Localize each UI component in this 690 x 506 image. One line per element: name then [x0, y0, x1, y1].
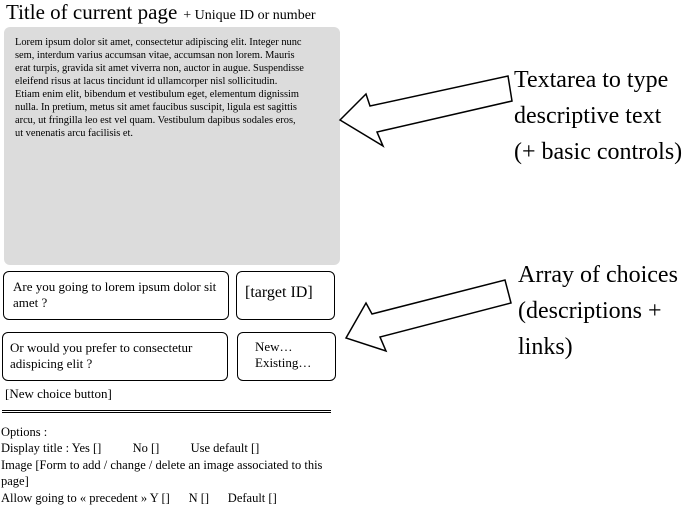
- choice-target-1[interactable]: [target ID]: [236, 271, 335, 320]
- target-option-existing[interactable]: Existing…: [255, 355, 312, 370]
- choices-annotation-line-1: Array of choices: [518, 262, 678, 288]
- choices-arrow-icon: [344, 279, 512, 353]
- image-option[interactable]: Image [Form to add / change / delete an …: [1, 458, 323, 488]
- textarea-annotation-line-1: Textarea to type: [514, 67, 669, 93]
- options-heading: Options :: [1, 425, 48, 439]
- choices-annotation-line-3: links): [518, 334, 573, 360]
- allow-precedent-option[interactable]: Allow going to « precedent » Y [] N [] D…: [1, 491, 277, 505]
- choices-annotation-line-2: (descriptions +: [518, 298, 662, 324]
- page-title: Title of current page: [6, 0, 178, 24]
- title-line: Title of current page + Unique ID or numb…: [6, 0, 316, 25]
- choices-annotation: Array of choices (descriptions + links): [518, 257, 678, 365]
- choice-description-2[interactable]: Or would you prefer to consectetur adisp…: [2, 332, 228, 381]
- new-choice-button[interactable]: [New choice button]: [5, 386, 112, 401]
- display-title-option[interactable]: Display title : Yes [] No [] Use default…: [1, 441, 260, 455]
- textarea-annotation: Textarea to type descriptive text (+ bas…: [514, 62, 682, 170]
- section-divider: [2, 410, 331, 413]
- textarea-annotation-line-2: descriptive text: [514, 103, 662, 129]
- description-textarea[interactable]: Lorem ipsum dolor sit amet, consectetur …: [4, 27, 340, 265]
- choice-target-2[interactable]: New… Existing…: [237, 332, 336, 381]
- page-id-label: + Unique ID or number: [183, 8, 316, 23]
- textarea-arrow-icon: [338, 75, 513, 148]
- textarea-annotation-line-3: (+ basic controls): [514, 139, 683, 165]
- choice-description-1[interactable]: Are you going to lorem ipsum dolor sit a…: [3, 271, 229, 320]
- target-option-new[interactable]: New…: [255, 339, 293, 354]
